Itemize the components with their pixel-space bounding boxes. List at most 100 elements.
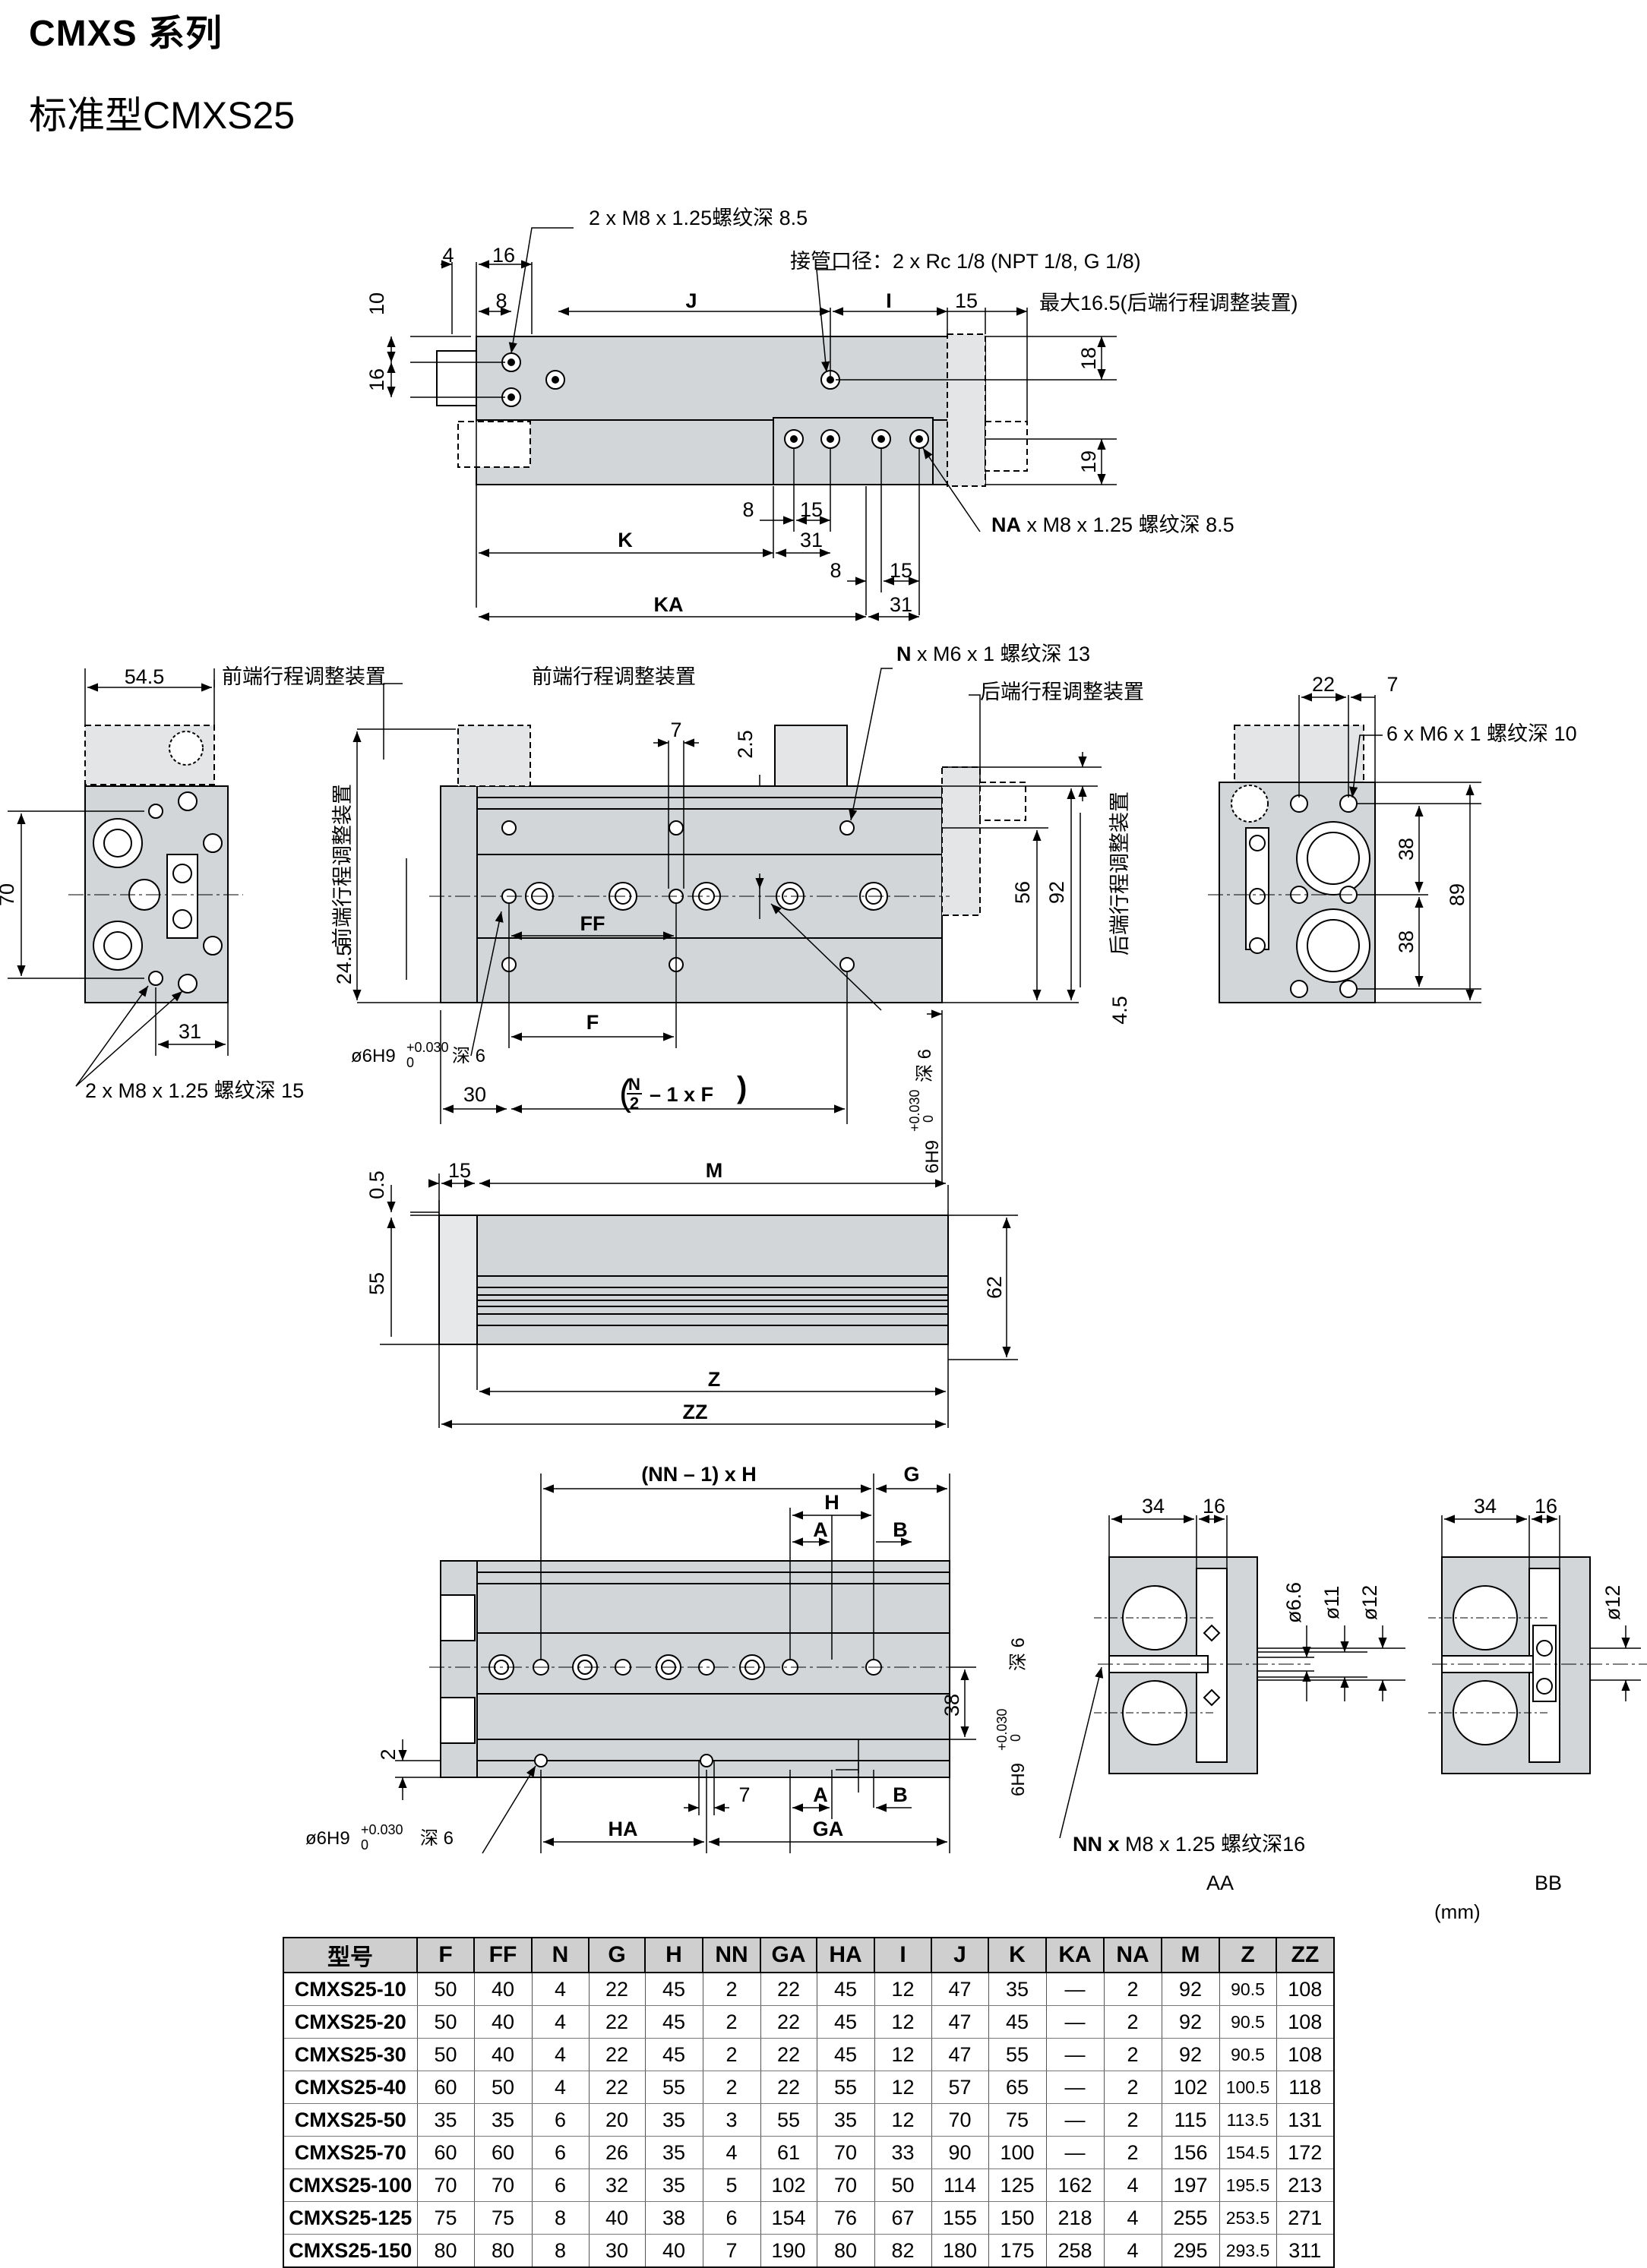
table-cell: 61	[760, 2136, 817, 2169]
table-cell: 45	[644, 2038, 703, 2071]
bottom-6h9-tol-low: 0	[1008, 1734, 1023, 1742]
table-cell: 47	[931, 2005, 989, 2039]
table-cell: 180	[931, 2234, 989, 2268]
aa-dim-11: ø11	[1320, 1586, 1343, 1620]
table-cell: 30	[588, 2234, 646, 2268]
dim-a: A	[813, 1518, 828, 1541]
dim-19: 19	[1077, 450, 1100, 473]
table-cell: 35	[988, 1973, 1047, 2006]
table-header-cell: I	[874, 1937, 932, 1973]
table-cell: 38	[644, 2201, 703, 2235]
dim-54-5: 54.5	[125, 665, 165, 688]
table-cell: 35	[644, 2168, 703, 2202]
dim-nnh: (NN – 1) x H	[641, 1463, 757, 1486]
table-unit: (mm)	[1434, 1900, 1481, 1923]
table-cell: 4	[702, 2136, 761, 2169]
bottom-6h9-tol-up: +0.030	[994, 1708, 1010, 1751]
table-cell: 218	[1045, 2201, 1105, 2235]
dim-a2: A	[813, 1783, 828, 1806]
dim-nf-2: 2	[630, 1094, 639, 1113]
table-cell: 6	[531, 2168, 590, 2202]
dim-7-bottom: 7	[738, 1783, 750, 1806]
table-cell: 55	[816, 2071, 875, 2104]
left-front-adjuster: 前端行程调整装置	[222, 665, 386, 688]
section-bb	[1428, 1515, 1647, 1774]
aa-callout: NN x M8 x 1.25 螺纹深16	[1073, 1833, 1305, 1856]
table-header-cell: G	[588, 1937, 646, 1973]
dim-j: J	[685, 289, 697, 312]
table-cell: 190	[760, 2234, 817, 2268]
table-cell: 4	[531, 2071, 590, 2104]
table-model-cell: CMXS25-20	[283, 2005, 418, 2039]
dim-z: Z	[708, 1368, 721, 1391]
front-view-labels: 前端行程调整装置 N x M6 x 1 螺纹深 13 后端行程调整装置 7 2.…	[331, 643, 1144, 1173]
table-model-cell: CMXS25-70	[283, 2136, 418, 2169]
table-cell: 35	[416, 2103, 475, 2137]
table-cell: 253.5	[1219, 2201, 1277, 2235]
table-cell: 125	[988, 2168, 1047, 2202]
front-adjuster-vertical: 前端行程调整装置	[331, 784, 354, 948]
dim-18: 18	[1077, 347, 1100, 370]
technical-drawing: 2 x M8 x 1.25螺纹深 8.5 接管口径：2 x Rc 1/8 (NP…	[0, 207, 1647, 1891]
bottom-view	[395, 1474, 976, 1854]
table-cell: 4	[1103, 2234, 1162, 2268]
table-cell: 6	[702, 2201, 761, 2235]
dim-38b: 38	[1395, 930, 1418, 953]
table-cell: 70	[416, 2168, 475, 2202]
dim-7: 7	[670, 719, 681, 741]
table-cell: 115	[1161, 2103, 1220, 2137]
series-title: CMXS 系列	[29, 14, 223, 54]
aa-dim-6-6: ø6.6	[1282, 1582, 1305, 1623]
table-header-cell: GA	[760, 1937, 817, 1973]
table-model-cell: CMXS25-100	[283, 2168, 418, 2202]
table-cell: 311	[1276, 2234, 1335, 2268]
table-cell: 154.5	[1219, 2136, 1277, 2169]
table-cell: 33	[874, 2136, 932, 2169]
dim-ka: KA	[654, 593, 684, 616]
paren-close: )	[737, 1071, 747, 1104]
table-cell: 108	[1276, 1973, 1335, 2006]
table-cell: 40	[588, 2201, 646, 2235]
table-cell: 92	[1161, 1973, 1220, 2006]
table-cell: 50	[416, 2038, 475, 2071]
dim-m: M	[706, 1159, 723, 1182]
dim-31: 31	[179, 1020, 201, 1043]
dim-nf-rest: – 1 x F	[650, 1083, 713, 1106]
table-cell: 108	[1276, 2038, 1335, 2071]
right-end-view	[1208, 693, 1481, 1003]
table-cell: 2	[1103, 2136, 1162, 2169]
table-cell: 2	[1103, 2103, 1162, 2137]
dim-k31: 31	[800, 529, 823, 551]
table-cell: —	[1045, 2038, 1105, 2071]
table-cell: 12	[874, 2103, 932, 2137]
table-cell: 100.5	[1219, 2071, 1277, 2104]
table-header-cell: J	[931, 1937, 989, 1973]
table-cell: 4	[1103, 2201, 1162, 2235]
table-cell: 2	[1103, 2071, 1162, 2104]
dim-10: 10	[365, 292, 388, 315]
table-cell: 70	[473, 2168, 533, 2202]
dim-62: 62	[983, 1276, 1006, 1299]
dim-2: 2	[377, 1748, 400, 1760]
table-cell: 35	[644, 2136, 703, 2169]
table-cell: 22	[760, 2071, 817, 2104]
table-cell: 76	[816, 2201, 875, 2235]
table-cell: 102	[760, 2168, 817, 2202]
table-cell: 155	[931, 2201, 989, 2235]
table-cell: 22	[588, 2071, 646, 2104]
table-cell: 102	[1161, 2071, 1220, 2104]
dim-k8: 8	[742, 498, 754, 521]
left-end-view	[8, 668, 243, 1087]
table-cell: 113.5	[1219, 2103, 1277, 2137]
front-view	[352, 668, 1102, 1185]
table-header-cell: KA	[1045, 1937, 1105, 1973]
table-model-cell: CMXS25-150	[283, 2234, 418, 2268]
table-cell: 3	[702, 2103, 761, 2137]
table-cell: 22	[760, 2005, 817, 2039]
table-cell: 35	[816, 2103, 875, 2137]
section-aa	[1059, 1515, 1405, 1839]
